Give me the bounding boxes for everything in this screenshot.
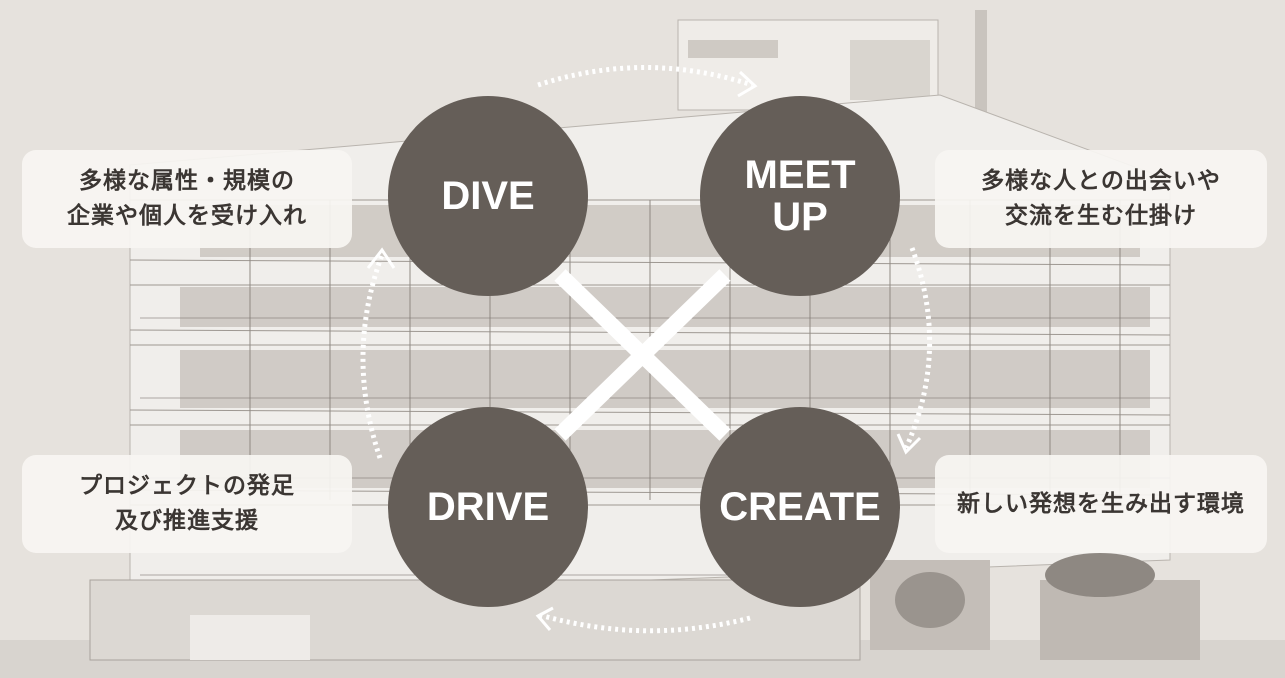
meetup-label-line2: UP	[772, 195, 828, 239]
drive-label: DRIVE	[426, 485, 550, 529]
dive-label: DIVE	[441, 174, 535, 218]
create-description-line1: 新しい発想を生み出す環境	[957, 490, 1245, 517]
create-circle: CREATE	[700, 407, 900, 607]
arrow-dive-to-meetup	[537, 65, 753, 88]
meetup-description-box: 多様な人との出会いや 交流を生む仕掛け	[935, 150, 1267, 248]
meetup-circle: MEET UP	[700, 96, 900, 296]
dive-description-line2: 企業や個人を受け入れ	[67, 203, 307, 229]
dive-description-box: 多様な属性・規模の 企業や個人を受け入れ	[22, 150, 352, 248]
drive-description-line1: プロジェクトの発足	[79, 473, 295, 499]
meetup-description-line2: 交流を生む仕掛け	[1005, 203, 1197, 229]
cross-line-b	[554, 269, 731, 441]
meetup-label-line1: MEET	[744, 153, 856, 197]
arrow-create-to-drive	[539, 612, 751, 634]
create-label: CREATE	[719, 485, 881, 529]
drive-circle: DRIVE	[388, 407, 588, 607]
drive-description-line2: 及び推進支援	[115, 508, 259, 534]
dive-circle: DIVE	[388, 96, 588, 296]
meetup-description-line1: 多様な人との出会いや	[981, 168, 1221, 194]
arrow-drive-to-dive	[360, 254, 385, 459]
dive-description-line1: 多様な属性・規模の	[79, 168, 295, 194]
arrow-meetup-to-create	[903, 247, 933, 450]
drive-description-box: プロジェクトの発足 及び推進支援	[22, 455, 352, 553]
create-description-box: 新しい発想を生み出す環境	[935, 455, 1267, 553]
